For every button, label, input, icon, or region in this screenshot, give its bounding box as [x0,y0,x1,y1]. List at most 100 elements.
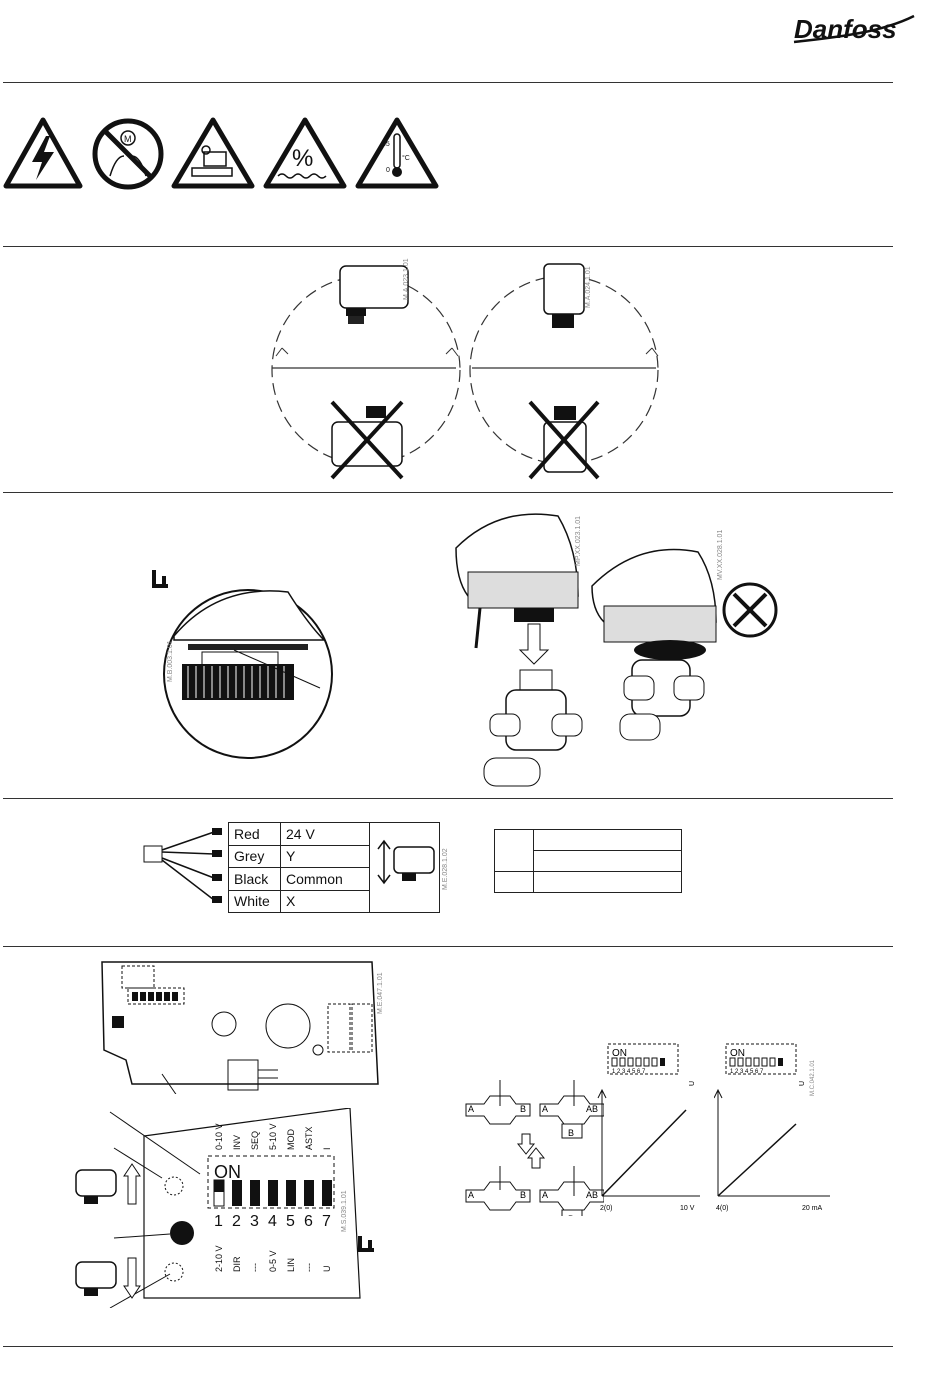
dip-switch-closeup: ON 1 2 3 4 5 6 7 0-10 V INV SEQ 5-10 V M… [109,1108,374,1308]
dip-number: 4 [268,1213,277,1230]
valve-label: AB [586,1190,598,1200]
no-manual-operation-icon: M [92,118,164,190]
dip-bottom-label: LIN [286,1258,296,1272]
chart-dip-numbers: 1 2 3 4 5 6 7 [612,1069,646,1075]
dip-top-label: SEQ [250,1131,260,1150]
mounting-orientation-diagram: M.A.023.1.01 M.A.024.1.01 [271,258,659,480]
temperature-icon: 55 0 °C [355,117,439,189]
x-tick-label: 10 V [680,1205,695,1212]
wire-signal: X [279,889,370,913]
high-voltage-icon [3,117,83,189]
dip-number: 7 [322,1213,331,1230]
chart-on-label: ON [612,1048,627,1059]
dip-number: 1 [214,1213,223,1230]
chart-y-label: U [689,1081,696,1086]
humidity-icon: % [263,117,347,189]
down-arrow-icon [516,1133,536,1155]
figure-code: M.C.042.1.01 [810,1059,816,1096]
table-row: White X [228,889,440,913]
figure-code: MV.XX.028.1.01 [717,530,724,580]
valve-3way-closed: A AB B [539,1166,604,1216]
actuator-direction-icon [377,839,435,885]
dip-top-label: ASTX [304,1126,314,1150]
dip-bottom-label: --- [250,1263,260,1272]
figure-code: MP.XX.023.1.01 [575,516,582,566]
x-tick-label: 2(0) [600,1205,612,1212]
valve-label: AB [586,1104,598,1114]
blank-table [494,829,682,893]
divider [3,946,893,947]
wiring-table: Red 24 V Grey Y Black Common White X [228,822,441,913]
logo-text: Danfoss [794,14,897,44]
wire-color: Black [228,867,281,891]
valve-label: A [468,1190,474,1200]
figure-code: M.B.003.1.01 [167,640,174,682]
humidity-symbol: % [292,145,313,172]
dip-on-label: ON [214,1162,241,1182]
valve-label: B [520,1190,526,1200]
valve-label: B [568,1214,574,1216]
temp-unit: °C [402,154,410,162]
dip-number: 6 [304,1213,313,1230]
chart-on-label: ON [730,1048,745,1059]
figure-code: M.S.039.1.01 [341,1190,348,1232]
dip-number: 3 [250,1213,259,1230]
cable-diagram [143,828,222,903]
installation-hazard-icon [171,117,255,189]
divider [3,246,893,247]
chart-line [601,1109,687,1197]
valve-2way-closed: A B [465,1166,531,1211]
figure-code: M.E.028.1.02 [442,848,449,890]
dip-bottom-label: U [322,1266,332,1273]
valve-label: A [542,1104,548,1114]
wire-signal: Common [279,867,370,891]
valve-2way-open: A B [465,1080,531,1125]
valve-flow-diagrams: A B A AB B A B A AB B [465,1080,604,1216]
dip-bottom-label: --- [304,1263,314,1272]
figure-code: M.A.023.1.01 [403,258,410,300]
divider [3,798,893,799]
wire-color: Grey [228,844,281,868]
temp-min: 0 [386,167,390,174]
danfoss-logo: Danfoss [788,8,918,50]
valve-3way-open: A AB B [539,1080,604,1139]
coupling-detail-diagram: M.B.003.1.01 [152,570,333,759]
valve-label: B [520,1104,526,1114]
x-tick-label: 4(0) [716,1205,728,1212]
wire-color: Red [228,822,281,846]
circuit-board-diagram: M.E.047.1.01 [101,961,384,1094]
dip-number: 5 [286,1213,295,1230]
actuator-direction-cell [368,822,441,913]
chart-dip-numbers: 1 2 3 4 5 6 7 [730,1069,764,1075]
actuator-valve-assembly-diagram: MP.XX.023.1.01 MV.XX.028.1.01 [455,513,778,787]
dip-top-label: I [322,1147,332,1150]
valve-label: A [542,1190,548,1200]
table-row: Black Common [228,867,440,891]
voltage-chart: ON 1 2 3 4 5 6 7 U 2(0) 10 V [597,1043,700,1212]
table-row: Red 24 V [228,822,441,913]
valve-label: B [568,1128,574,1138]
figure-code: M.A.024.1.01 [585,266,592,308]
divider [3,492,893,493]
temp-max: 55 [382,141,390,148]
divider [3,1346,893,1347]
dip-top-label: 5-10 V [268,1123,278,1150]
dip-top-label: MOD [286,1129,296,1150]
figure-code: M.E.047.1.01 [377,972,384,1014]
dip-number: 2 [232,1213,241,1230]
valve-label: A [468,1104,474,1114]
dip-bottom-label: 0-5 V [268,1250,278,1272]
up-arrow-icon [526,1147,546,1169]
wire-color: White [228,889,281,913]
actuator-stroke-icons [75,1163,141,1299]
dip-bottom-label: 2-10 V [214,1245,224,1272]
wire-signal: Y [279,844,370,868]
divider [3,82,893,83]
current-chart: ON 1 2 3 4 5 6 7 U M.C.042.1.01 4(0) 20 … [714,1043,830,1212]
dip-top-label: 0-10 V [214,1123,224,1150]
x-tick-label: 20 mA [802,1205,823,1212]
chart-line [717,1123,797,1197]
dip-top-label: INV [232,1135,242,1150]
chart-y-label: U [799,1081,806,1086]
svg-text:M: M [124,134,132,144]
